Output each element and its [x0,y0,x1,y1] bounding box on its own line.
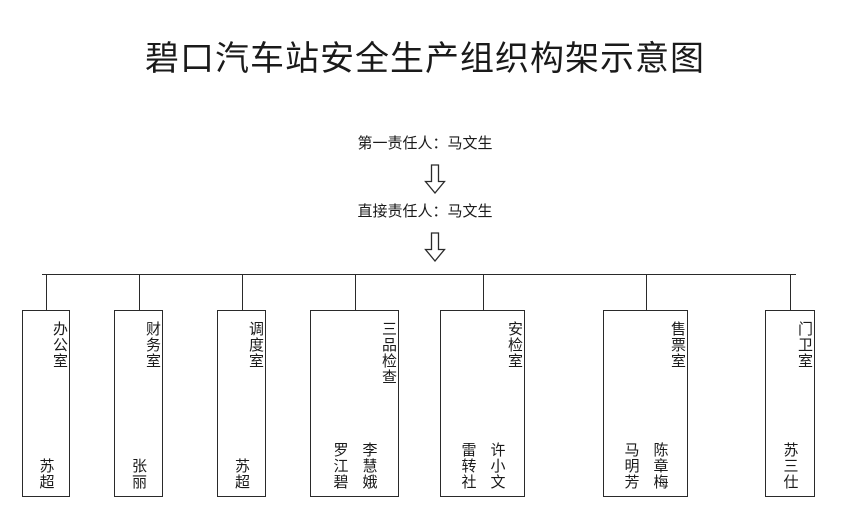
department-staff-list: 张丽 [115,458,162,490]
primary-responsible-person: 第一责任人：马文生 [357,134,493,152]
department-name: 门卫室 [796,321,814,369]
department-box[interactable]: 办公室苏超 [22,310,70,497]
department-box[interactable]: 调度室苏超 [217,310,266,497]
department-name: 三品检查 [380,321,398,385]
staff-name: 李慧娥 [360,442,379,490]
staff-name: 张丽 [130,458,148,490]
staff-name: 陈章梅 [651,442,670,490]
department-staff-list: 苏超 [218,458,265,490]
department-name: 售票室 [669,321,687,369]
staff-name: 苏超 [37,458,56,490]
staff-name: 雷转社 [459,442,478,490]
department-name: 办公室 [51,321,69,369]
department-box[interactable]: 门卫室苏三仕 [765,310,815,497]
department-staff-list: 李慧娥罗江碧 [311,442,398,490]
department-box[interactable]: 三品检查李慧娥罗江碧 [310,310,399,497]
department-name: 财务室 [144,321,162,369]
connector-drop-line [242,274,243,310]
department-staff-list: 许小文雷转社 [441,442,524,490]
department-box[interactable]: 安检室许小文雷转社 [440,310,525,497]
connector-drop-line [790,274,791,310]
hollow-down-arrow-icon [424,164,446,194]
hollow-down-arrow-icon [424,232,446,262]
department-name: 调度室 [247,321,265,369]
connector-drop-line [355,274,356,310]
staff-name: 马明芳 [622,442,641,490]
page-title: 碧口汽车站安全生产组织构架示意图 [145,39,705,79]
connector-drop-line [46,274,47,310]
department-staff-list: 苏超 [23,458,69,490]
department-box[interactable]: 售票室陈章梅马明芳 [603,310,688,497]
staff-name: 罗江碧 [331,442,350,490]
direct-responsible-person: 直接责任人：马文生 [357,202,493,220]
department-name: 安检室 [506,321,524,369]
staff-name: 许小文 [488,442,507,490]
department-staff-list: 苏三仕 [766,442,814,490]
staff-name: 苏超 [233,458,251,490]
department-staff-list: 陈章梅马明芳 [604,442,687,490]
connector-drop-line [483,274,484,310]
connector-horizontal-bus [42,274,796,275]
staff-name: 苏三仕 [781,442,800,490]
connector-drop-line [139,274,140,310]
department-box[interactable]: 财务室张丽 [114,310,163,497]
connector-drop-line [646,274,647,310]
